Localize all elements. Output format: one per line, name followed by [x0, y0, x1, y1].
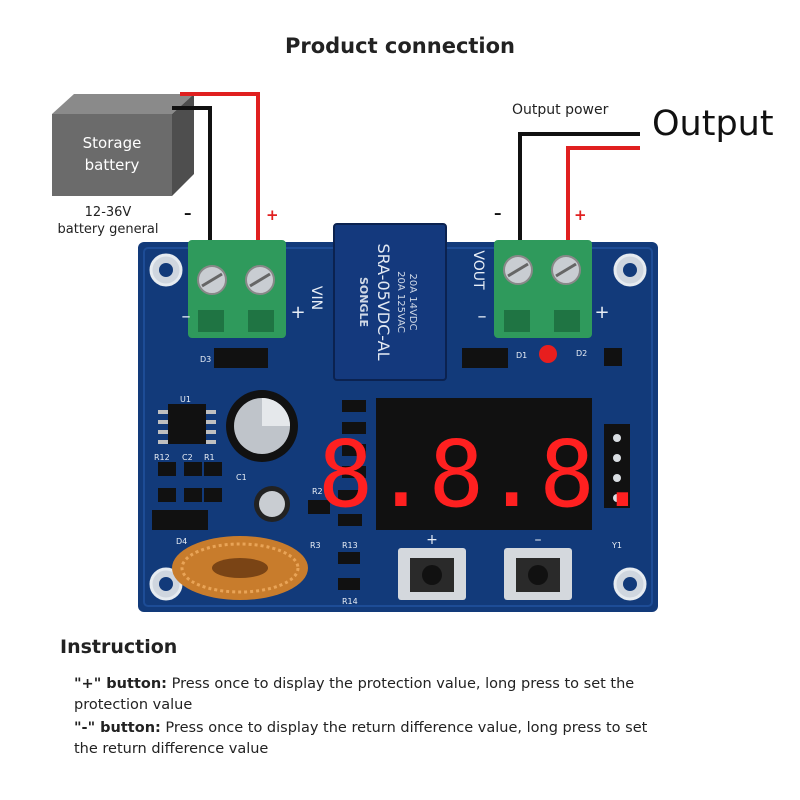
svg-text:D2: D2	[576, 349, 587, 358]
output-power-label: Output power	[512, 102, 609, 118]
vout-plus-sign: +	[594, 302, 609, 323]
svg-text:Y1: Y1	[611, 541, 622, 550]
relay-rating-2: 20A 125VAC	[395, 271, 406, 333]
instruction-minus: "-" button: Press once to display the re…	[74, 720, 648, 757]
display-digits: 8.8.8.	[318, 421, 650, 528]
header-pins	[604, 424, 630, 508]
small-capacitor	[254, 486, 290, 522]
battery-minus-mark: –	[184, 204, 192, 222]
output-minus-mark: –	[494, 204, 502, 222]
electrolytic-capacitor	[226, 390, 298, 462]
relay-rating-1: 20A 14VDC	[407, 274, 418, 331]
battery-voltage-note: 12-36V battery general	[57, 205, 159, 237]
svg-text:R13: R13	[342, 541, 358, 550]
button-plus-silk: +	[426, 532, 438, 548]
output-positive-wire	[566, 146, 640, 244]
svg-text:C2: C2	[182, 453, 193, 462]
minus-push-button[interactable]	[504, 548, 572, 600]
output-handwritten-label: Output	[652, 104, 774, 144]
battery-plus-mark: +	[266, 206, 279, 224]
output-plus-mark: +	[574, 206, 587, 224]
svg-text:R14: R14	[342, 597, 358, 606]
vout-minus-sign: –	[478, 306, 487, 327]
inductor-coil	[172, 536, 308, 600]
svg-text:R3: R3	[310, 541, 321, 550]
vin-plus-sign: +	[290, 302, 305, 323]
svg-text:U1: U1	[180, 395, 191, 404]
svg-text:D4: D4	[176, 537, 187, 546]
battery-label: Storage battery	[82, 134, 142, 174]
page-title: Product connection	[284, 34, 516, 58]
plus-push-button[interactable]	[398, 548, 466, 600]
svg-text:R12: R12	[154, 453, 170, 462]
button-minus-silk: –	[535, 532, 542, 548]
instruction-plus: "+" button: Press once to display the pr…	[74, 676, 635, 713]
led-indicator	[539, 345, 557, 363]
vin-label: VIN	[308, 286, 324, 310]
seven-segment-display	[376, 398, 592, 530]
relay-model: SRA-05VDC-AL	[374, 243, 393, 360]
svg-text:C1: C1	[236, 473, 247, 482]
vin-minus-sign: –	[182, 306, 191, 327]
svg-text:R2: R2	[312, 487, 323, 496]
input-terminal-block	[188, 240, 286, 338]
smd-components	[152, 348, 622, 590]
battery-negative-wire	[172, 106, 212, 244]
instruction-title: Instruction	[60, 636, 178, 658]
relay-brand: SONGLE	[357, 277, 370, 327]
output-negative-wire	[518, 132, 640, 244]
svg-text:D1: D1	[516, 351, 527, 360]
vout-label: VOUT	[470, 250, 486, 290]
output-terminal-block	[494, 240, 592, 338]
ic-chip	[168, 404, 206, 444]
relay	[333, 223, 447, 381]
component-labels: U1 R12 C2 R1 C1 D1 R2 R3 R13 R14 D2 Y1 D…	[154, 349, 622, 606]
svg-text:D3: D3	[200, 355, 211, 364]
battery-positive-wire	[180, 92, 260, 244]
svg-text:R1: R1	[204, 453, 215, 462]
storage-battery	[52, 94, 194, 196]
